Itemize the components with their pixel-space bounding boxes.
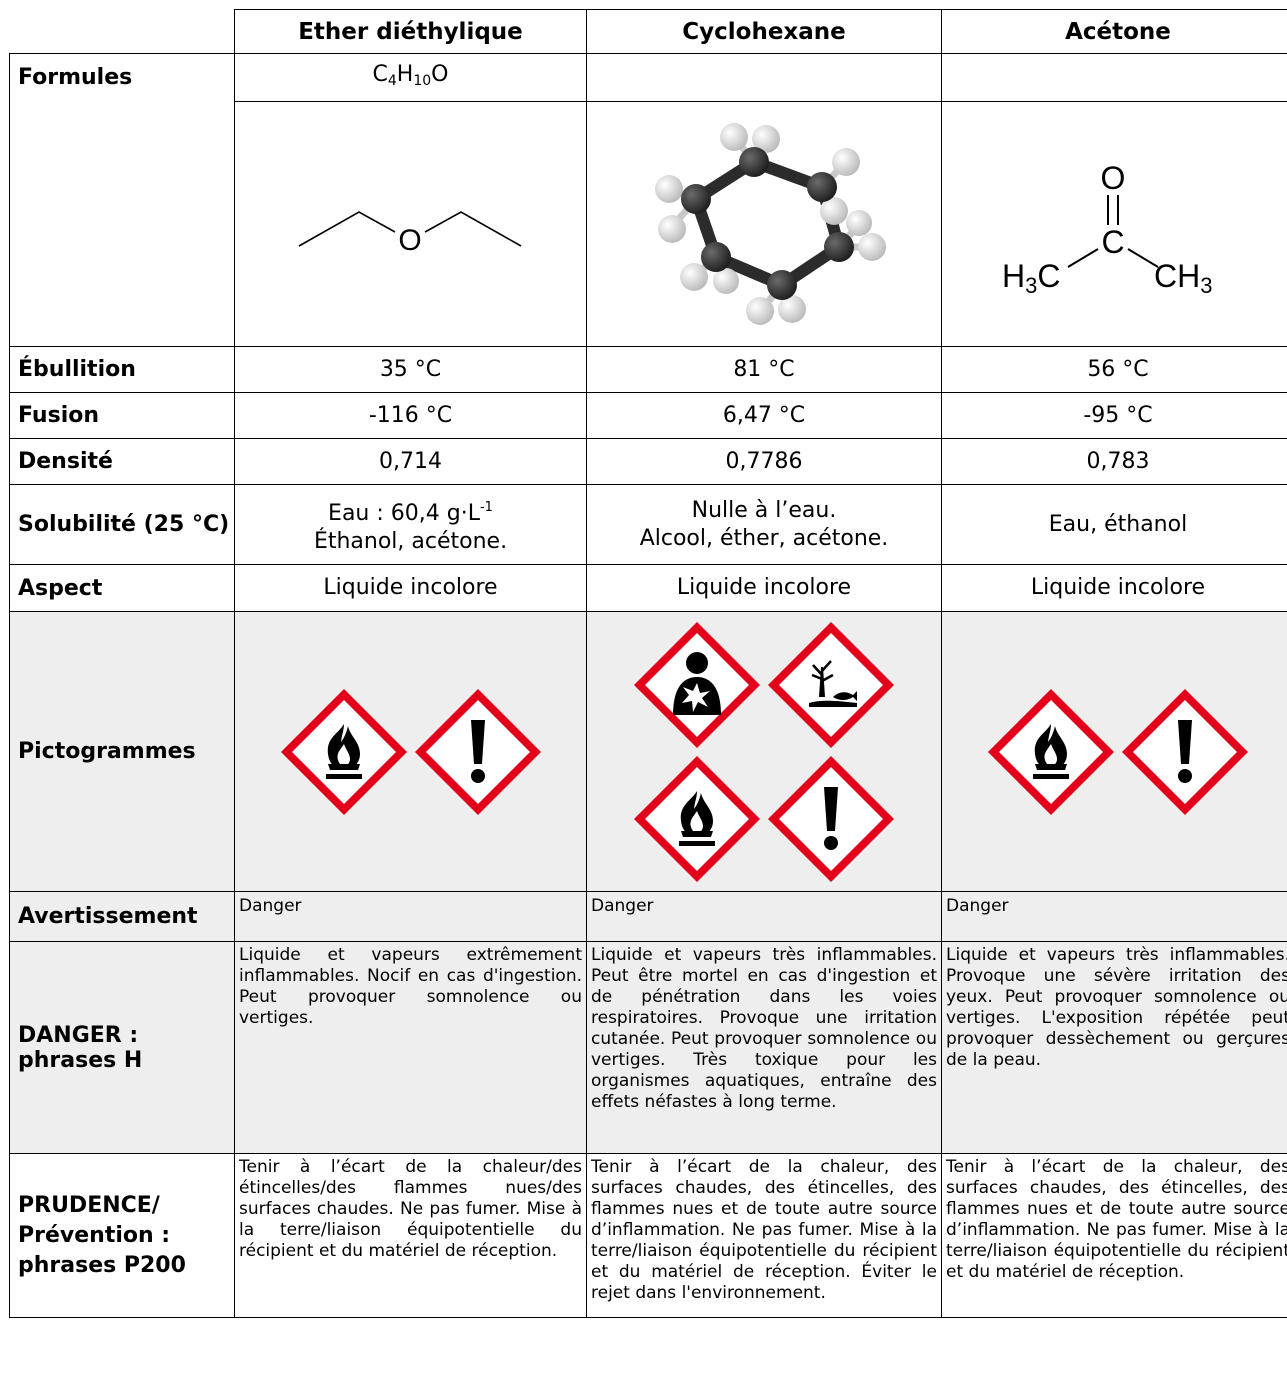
row-header-pictogrammes: Pictogrammes [9, 611, 235, 892]
column-header-ether: Ether diéthylique [234, 9, 587, 54]
ether-structure: O [234, 101, 587, 347]
acetone-carbonyl-carbon: C [1101, 224, 1124, 260]
cyclohexane-formula [586, 53, 942, 102]
cyclohexane-densite: 0,7786 [586, 438, 942, 485]
ether-ebullition: 35 °C [234, 346, 587, 393]
cyclohexane-solubilite: Nulle à l’eau. Alcool, éther, acétone. [586, 484, 942, 565]
acetone-structure: O C H3C CH3 [941, 101, 1287, 347]
acetone-ebullition: 56 °C [941, 346, 1287, 393]
acetone-methyl-right: CH3 [1154, 258, 1212, 298]
corner-cell [9, 9, 235, 54]
acetone-solubilite: Eau, éthanol [941, 484, 1287, 565]
acetone-phrases-h: Liquide et vapeurs très inflammables. Pr… [941, 941, 1287, 1154]
exclamation-icon [765, 753, 897, 885]
ether-fusion: -116 °C [234, 392, 587, 439]
column-header-cyclohexane: Cyclohexane [586, 9, 942, 54]
ether-aspect: Liquide incolore [234, 564, 587, 612]
row-pictogrammes: Pictogrammes [9, 611, 1287, 892]
row-prudence: PRUDENCE/ Prévention : phrases P200 Teni… [9, 1153, 1287, 1318]
cyclohexane-pictograms [586, 611, 942, 892]
health-hazard-icon [631, 619, 763, 751]
acetone-formula [941, 53, 1287, 102]
flame-icon [985, 686, 1117, 818]
acetone-densite: 0,783 [941, 438, 1287, 485]
row-header-avertissement: Avertissement [9, 891, 235, 942]
acetone-aspect: Liquide incolore [941, 564, 1287, 612]
acetone-structural-formula: O C H3C CH3 [1002, 160, 1212, 298]
flame-icon [278, 686, 410, 818]
row-formules-structures: O [10, 101, 1287, 347]
ether-solubilite: Eau : 60,4 g·L-1 Éthanol, acétone. [234, 484, 587, 565]
row-header-danger: DANGER : phrases H [9, 941, 235, 1154]
cyclohexane-structure [586, 101, 942, 347]
acetone-fusion: -95 °C [941, 392, 1287, 439]
cyclohexane-fusion: 6,47 °C [586, 392, 942, 439]
cyclohexane-ebullition: 81 °C [586, 346, 942, 393]
row-fusion: Fusion -116 °C 6,47 °C -95 °C [9, 392, 1287, 439]
cyclohexane-phrases-h: Liquide et vapeurs très inflammables. Pe… [586, 941, 942, 1154]
acetone-methyl-left: H3C [1002, 258, 1060, 298]
ether-densite: 0,714 [234, 438, 587, 485]
row-danger: DANGER : phrases H Liquide et vapeurs ex… [9, 941, 1287, 1154]
ether-avertissement: Danger [234, 891, 587, 942]
ether-pictograms [234, 611, 587, 892]
row-header-solubilite: Solubilité (25 °C) [9, 484, 235, 565]
row-avertissement: Avertissement Danger Danger Danger [9, 891, 1287, 942]
row-formules-text: Formules C4H10O [9, 53, 1287, 347]
cyclohexane-phrases-p: Tenir à l’écart de la chaleur, des surfa… [586, 1153, 942, 1318]
cyclohexane-aspect: Liquide incolore [586, 564, 942, 612]
acetone-avertissement: Danger [941, 891, 1287, 942]
flame-icon [631, 753, 763, 885]
ether-phrases-h: Liquide et vapeurs extrêmement inflammab… [234, 941, 587, 1154]
row-aspect: Aspect Liquide incolore Liquide incolore… [9, 564, 1287, 612]
row-densite: Densité 0,714 0,7786 0,783 [9, 438, 1287, 485]
row-solubilite: Solubilité (25 °C) Eau : 60,4 g·L-1 Étha… [9, 484, 1287, 565]
row-header-aspect: Aspect [9, 564, 235, 612]
data-sheet-table: Ether diéthylique Cyclohexane Acétone Fo… [9, 9, 1287, 1318]
row-header-ebullition: Ébullition [9, 346, 235, 393]
acetone-oxygen: O [1101, 160, 1126, 196]
ether-skeletal-formula: O [298, 211, 521, 257]
exclamation-icon [1119, 686, 1251, 818]
ether-formula: C4H10O [234, 53, 587, 102]
cyclohexane-avertissement: Danger [586, 891, 942, 942]
acetone-phrases-p: Tenir à l’écart de la chaleur, des surfa… [941, 1153, 1287, 1318]
column-header-acetone: Acétone [941, 9, 1287, 54]
row-header-densite: Densité [9, 438, 235, 485]
row-header-prudence: PRUDENCE/ Prévention : phrases P200 [9, 1153, 235, 1318]
row-ebullition: Ébullition 35 °C 81 °C 56 °C [9, 346, 1287, 393]
cyclohexane-ball-stick-model [655, 122, 886, 325]
exclamation-icon [412, 686, 544, 818]
row-header-fusion: Fusion [9, 392, 235, 439]
ether-phrases-p: Tenir à l’écart de la chaleur/des étince… [234, 1153, 587, 1318]
oxygen-label: O [398, 224, 421, 257]
acetone-pictograms [941, 611, 1287, 892]
row-header-formules: Formules [9, 53, 235, 347]
header-row: Ether diéthylique Cyclohexane Acétone [9, 9, 1287, 54]
environment-icon [765, 619, 897, 751]
